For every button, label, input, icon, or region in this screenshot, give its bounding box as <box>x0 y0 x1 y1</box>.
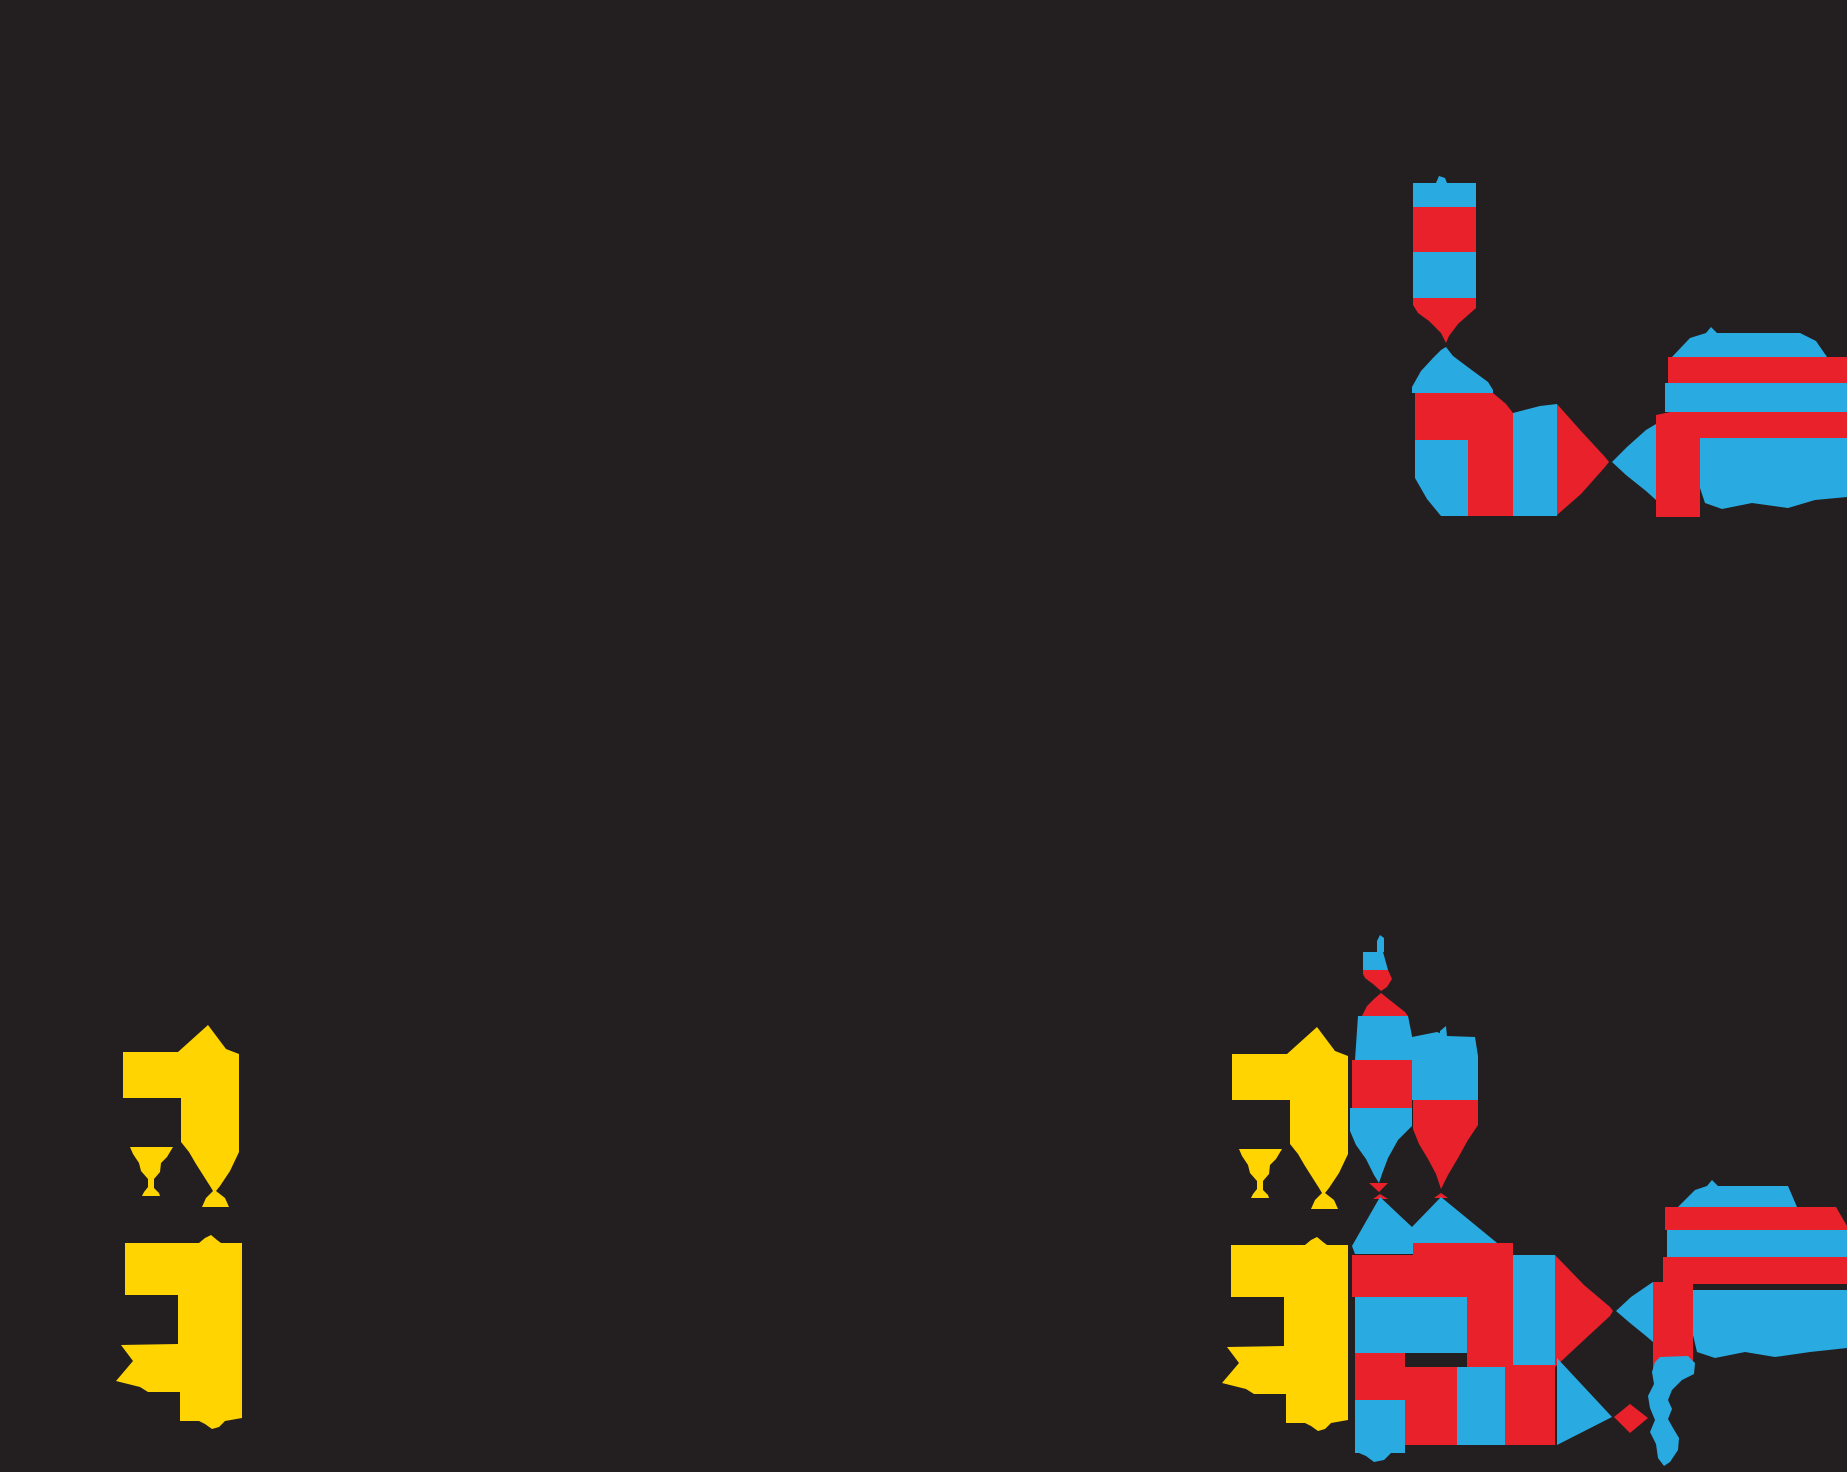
bar-segment-red-taper <box>1413 298 1476 343</box>
column-blue-2 <box>1513 1255 1555 1367</box>
funnel-red-flare <box>1373 1194 1388 1199</box>
bar-segment-blue-1 <box>1413 183 1476 207</box>
chromatid-blue-funnel <box>1350 1108 1412 1183</box>
chiasma2-wedge-blue-right <box>1616 1282 1653 1342</box>
chiasma-wedge-blue-right <box>1612 424 1656 500</box>
chromatid-segment-red-taper <box>1363 970 1392 991</box>
chromatid-tip-knob-blue <box>1377 935 1384 952</box>
bowtie2-red-column-a <box>1405 1367 1457 1445</box>
wide-blue-band <box>1355 1297 1467 1353</box>
yellow-goblet-upper <box>130 1147 173 1196</box>
blob2-blue-band <box>1667 1230 1847 1257</box>
bowtie2-blue-wedge <box>1557 1358 1612 1445</box>
bowtie2-red-column-b <box>1505 1365 1555 1445</box>
yellow-flag-upper <box>123 1025 239 1207</box>
yellow-flag-lower <box>1222 1237 1348 1431</box>
chromatid-red-fan <box>1362 993 1408 1016</box>
blue-goblet-tail <box>1648 1356 1695 1466</box>
blob-blue-bottom <box>1700 438 1847 509</box>
column-blue-right <box>1513 404 1557 516</box>
column-red-right-2 <box>1653 1282 1693 1368</box>
diamond-blue-mass <box>1352 1197 1502 1254</box>
chromatid-segment-blue <box>1363 952 1388 970</box>
bottom-left-yellow-silhouettes <box>116 1025 242 1429</box>
miniblob-red-funnel <box>1413 1100 1478 1189</box>
top-right-striped-chromosome-pair <box>1412 176 1847 517</box>
chiasma2-wedge-red-left <box>1555 1255 1613 1367</box>
blob2-blue-top-band <box>1678 1180 1797 1207</box>
blob-blue-top-band <box>1672 327 1827 357</box>
wide-red-band <box>1352 1243 1513 1297</box>
chromatid-blue-band <box>1355 1016 1412 1060</box>
hourglass-blue-fan <box>1412 347 1493 393</box>
miniblob-blue-block <box>1412 1032 1478 1100</box>
bowtie2-red-diamond <box>1614 1404 1648 1433</box>
red-column-and-band <box>1656 412 1847 517</box>
yellow-flag-upper <box>1232 1027 1348 1209</box>
blob-red-band <box>1668 357 1847 383</box>
bottom-right-recombination-cluster <box>1222 935 1847 1466</box>
blob2-red-band-2 <box>1663 1257 1847 1284</box>
chromo2-red-band <box>1355 1353 1405 1400</box>
blob-blue-band <box>1665 383 1847 412</box>
blob2-red-band-1 <box>1665 1207 1847 1230</box>
yellow-flag-lower <box>116 1235 242 1429</box>
bar-tip-knob-blue <box>1436 176 1447 183</box>
chromo2-blue-band-bumped <box>1355 1400 1405 1462</box>
chiasma-wedge-red-left <box>1557 404 1609 515</box>
column-blue-left <box>1415 440 1468 516</box>
column-red-2 <box>1467 1297 1513 1367</box>
funnel2-red-flare <box>1434 1193 1448 1198</box>
chromatid-red-band <box>1352 1060 1412 1108</box>
bar-segment-blue-2 <box>1413 252 1476 298</box>
blob2-blue-bottom <box>1693 1290 1847 1358</box>
bowtie2-blue-column <box>1457 1367 1505 1445</box>
funnel-red-tip <box>1369 1183 1388 1192</box>
column-red-mid <box>1468 440 1515 516</box>
cross-band-red <box>1415 393 1513 440</box>
bar-segment-red-1 <box>1413 207 1476 252</box>
yellow-goblet-upper <box>1239 1149 1282 1198</box>
